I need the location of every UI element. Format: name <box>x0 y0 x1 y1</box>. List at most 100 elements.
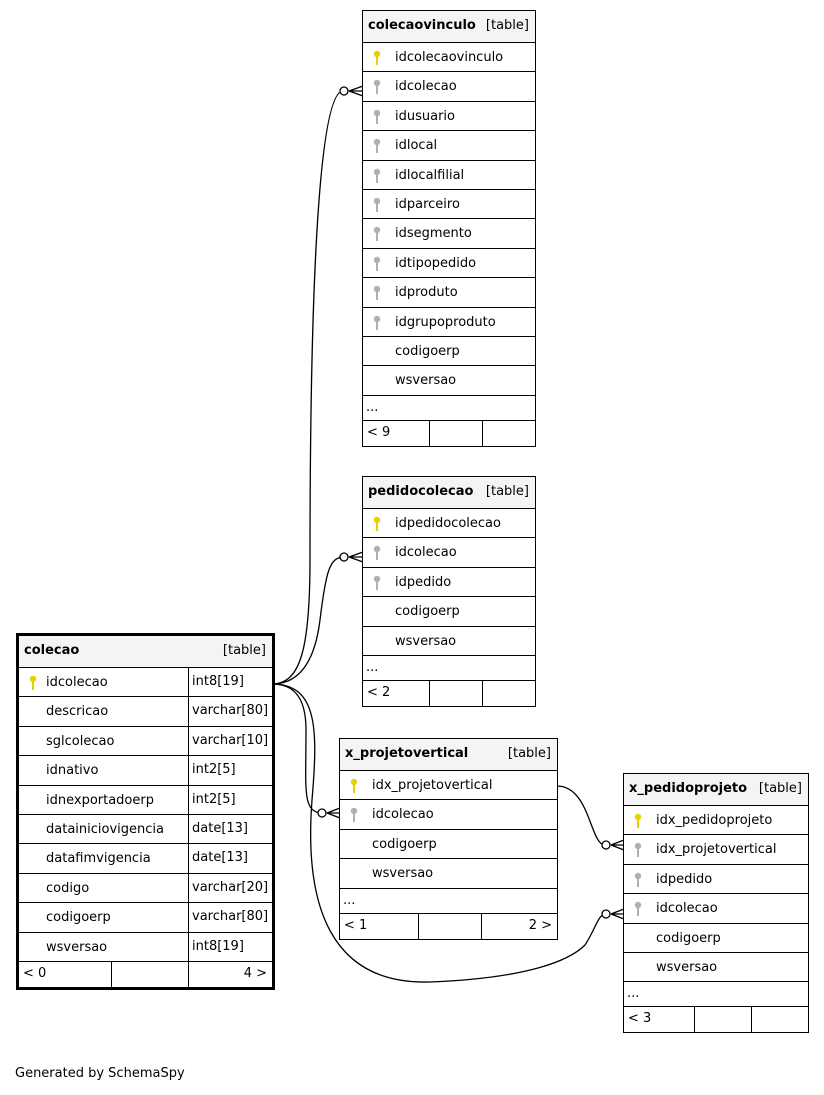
children-count[interactable] <box>482 680 535 706</box>
column-name: codigoerp <box>372 836 437 852</box>
table-footer: < 2 <box>363 680 535 706</box>
column-row[interactable]: idusuario <box>363 102 535 132</box>
column-type: int8[19] <box>188 668 272 697</box>
parents-count[interactable]: < 0 <box>23 965 47 981</box>
table-x-pedidoprojeto[interactable]: x_pedidoprojeto [table] idx_pedidoprojet… <box>623 773 809 1034</box>
column-row[interactable]: codigoerp <box>363 597 535 627</box>
column-type: date[13] <box>188 844 272 873</box>
column-row[interactable]: idpedido <box>363 568 535 598</box>
column-name: idcolecao <box>46 675 108 690</box>
column-name: idpedido <box>656 871 713 887</box>
foreign-key-icon <box>373 227 381 242</box>
ellipsis-row: ... <box>624 982 808 1008</box>
column-row[interactable]: idgrupoproduto <box>363 308 535 337</box>
foreign-key-icon <box>350 808 358 823</box>
column-name: idlocal <box>395 138 438 154</box>
column-row[interactable]: wsversao <box>363 366 535 396</box>
column-row[interactable]: idx_projetovertical <box>340 771 557 801</box>
column-row[interactable]: idtipopedido <box>363 249 535 279</box>
children-count[interactable] <box>751 1007 808 1033</box>
column-row[interactable]: idcolecao int8[19] <box>19 668 272 698</box>
foreign-key-icon <box>373 256 381 271</box>
column-name: idproduto <box>395 285 458 301</box>
foreign-key-icon <box>373 109 381 124</box>
ellipsis-row: ... <box>340 889 557 914</box>
table-name: colecao <box>24 643 80 658</box>
column-row[interactable]: idcolecao <box>340 800 557 830</box>
column-name: idpedido <box>395 574 452 590</box>
column-row[interactable]: idlocalfilial <box>363 161 535 190</box>
column-row[interactable]: codigoerp <box>340 830 557 860</box>
relation-colecao-colecaovinculo <box>271 90 344 685</box>
column-name: codigoerp <box>395 604 460 620</box>
column-name: idx_projetovertical <box>372 778 493 793</box>
column-name: wsversao <box>656 959 718 975</box>
column-row[interactable]: idx_pedidoprojeto <box>624 806 808 836</box>
column-type: varchar[10] <box>188 726 272 756</box>
footer-cell <box>694 1007 751 1033</box>
children-count[interactable] <box>482 420 535 446</box>
column-row[interactable]: idsegmento <box>363 219 535 249</box>
column-name: wsversao <box>372 866 434 882</box>
column-name: idpedidocolecao <box>395 516 501 531</box>
column-row[interactable]: idproduto <box>363 278 535 308</box>
column-row[interactable]: idpedido <box>624 865 808 895</box>
column-row[interactable]: idcolecao <box>624 894 808 924</box>
column-row[interactable]: idparceiro <box>363 190 535 220</box>
column-row[interactable]: idcolecao <box>363 72 535 102</box>
column-name: idusuario <box>395 108 455 124</box>
column-name: wsversao <box>395 373 457 389</box>
column-row[interactable]: wsversao <box>363 627 535 656</box>
column-row[interactable]: idcolecao <box>363 538 535 568</box>
column-type: varchar[80] <box>188 697 272 726</box>
parents-count[interactable]: < 3 <box>628 1011 652 1027</box>
relation-end-circle <box>317 808 327 818</box>
children-count[interactable]: 2 > <box>481 913 557 939</box>
column-row[interactable]: idx_projetovertical <box>624 835 808 865</box>
column-name: idcolecao <box>372 807 434 823</box>
column-name: codigoerp <box>395 343 460 359</box>
relation-colecao-x-pedidoprojeto <box>271 683 606 983</box>
column-row[interactable]: idpedidocolecao <box>363 509 535 539</box>
parents-count[interactable]: < 9 <box>367 424 391 440</box>
table-x-projetovertical[interactable]: x_projetovertical [table] idx_projetover… <box>339 738 558 940</box>
column-row[interactable]: descricao varchar[80] <box>19 697 272 727</box>
column-row[interactable]: wsversao <box>624 953 808 983</box>
parents-count[interactable]: < 2 <box>367 684 391 700</box>
relation-end-circle <box>339 552 349 562</box>
column-list: idcolecao int8[19] descricao varchar[80]sgl… <box>19 668 272 962</box>
table-name: x_projetovertical <box>345 746 469 761</box>
parents-count[interactable]: < 1 <box>344 917 368 933</box>
column-row[interactable]: codigoerp <box>624 924 808 953</box>
crows-foot-icon <box>610 839 625 851</box>
table-footer: < 0 4 > <box>19 961 272 987</box>
footer-cell <box>429 420 482 446</box>
column-row[interactable]: wsversao <box>340 859 557 889</box>
table-header: x_pedidoprojeto [table] <box>624 774 808 806</box>
column-name: datafimvigencia <box>46 851 151 867</box>
column-name: descricao <box>46 704 109 720</box>
primary-key-icon <box>29 675 37 690</box>
children-count[interactable]: 4 > <box>188 961 272 987</box>
column-row[interactable]: datafimvigencia date[13] <box>19 844 272 874</box>
table-name: colecaovinculo <box>368 18 476 33</box>
table-footer: < 3 <box>624 1007 808 1033</box>
column-type: varchar[20] <box>188 873 272 903</box>
column-row[interactable]: idcolecaovinculo <box>363 43 535 73</box>
column-row[interactable]: idlocal <box>363 131 535 161</box>
crows-foot-icon <box>348 85 364 97</box>
table-type: [table] <box>222 643 266 658</box>
column-row[interactable]: codigoerp <box>363 337 535 367</box>
column-name: idcolecao <box>656 901 718 917</box>
